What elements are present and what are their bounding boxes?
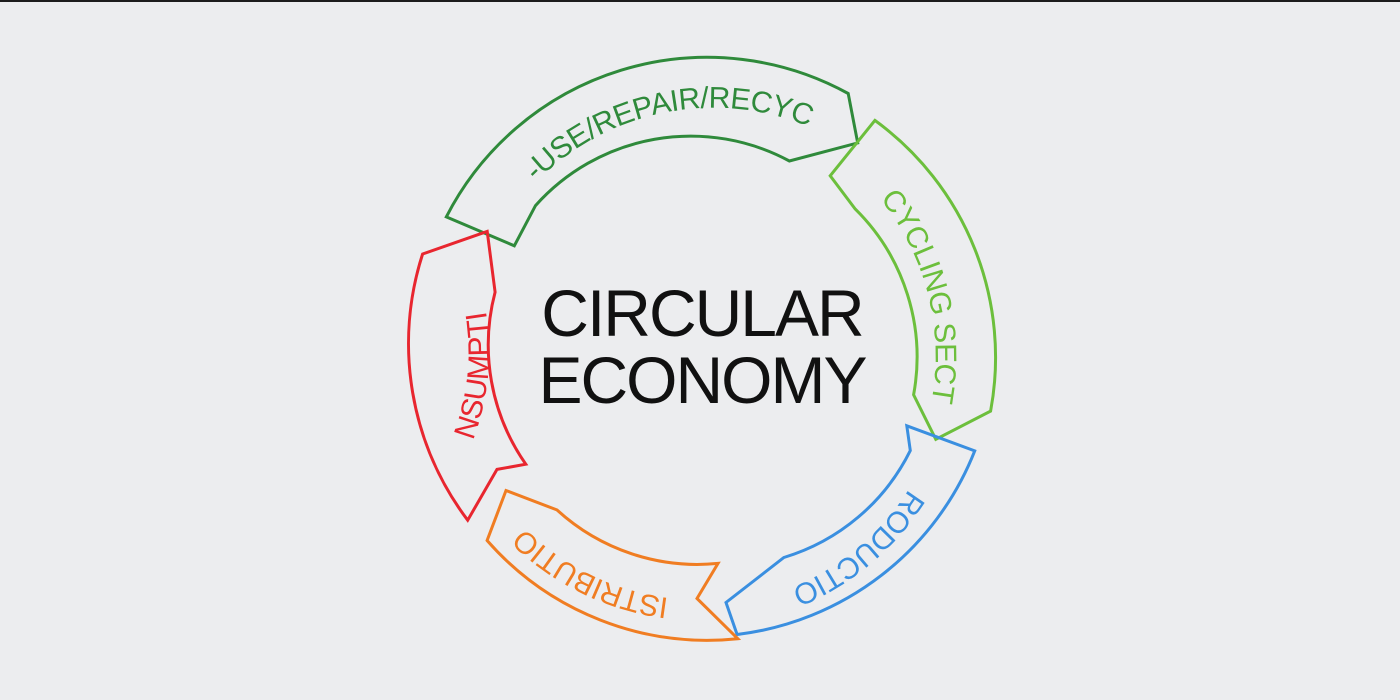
arrow-production: [724, 423, 977, 637]
top-border: [0, 0, 1400, 2]
label-reuse: RE-USE/REPAIR/RECYCLE: [0, 0, 818, 187]
arrow-distribution: [485, 488, 742, 642]
arrow-consumption: [407, 229, 529, 523]
arrow-recycling: [828, 118, 998, 442]
label-consumption: CONSUMPTION: [0, 0, 496, 443]
arrow-reuse: [444, 55, 860, 248]
center-title-line-1: CIRCULAR: [541, 276, 862, 350]
center-title-line-2: ECONOMY: [538, 343, 866, 417]
